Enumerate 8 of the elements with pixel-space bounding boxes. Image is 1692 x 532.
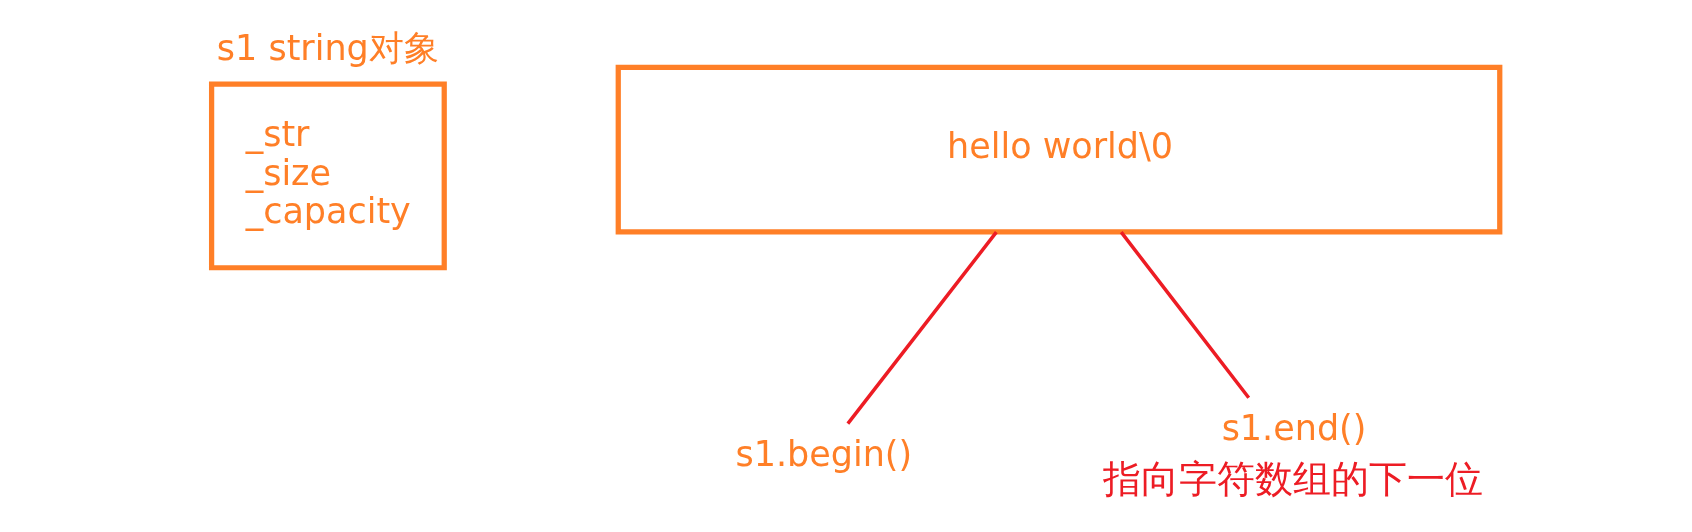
node-box: hello world\0 bbox=[615, 64, 1502, 235]
connector bbox=[845, 231, 998, 425]
connector bbox=[1119, 231, 1250, 399]
node-text: s1.begin() bbox=[734, 434, 912, 475]
node-label: s1 string对象 bbox=[216, 28, 439, 69]
node-text: s1.end() bbox=[1221, 408, 1366, 449]
node-box: _str _size _capacity bbox=[208, 81, 447, 271]
node-label: 指向字符数组的下一位 bbox=[1102, 455, 1483, 501]
